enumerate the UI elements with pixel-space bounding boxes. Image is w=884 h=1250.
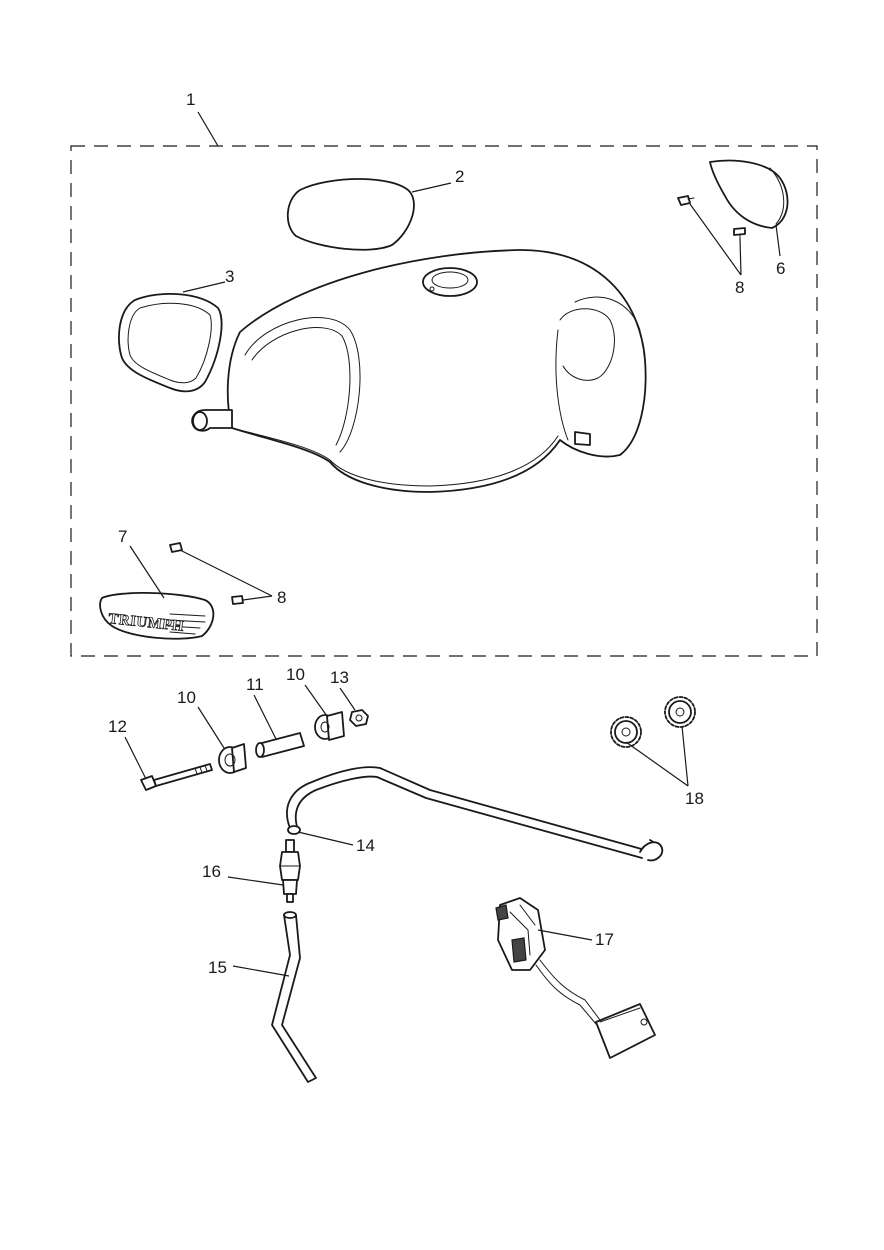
callout-18: 18 [685, 789, 704, 808]
callout-11: 11 [246, 675, 264, 694]
callout-16: 16 [202, 862, 221, 881]
callout-13: 13 [330, 668, 349, 687]
part-rear-pad-6[interactable] [709, 159, 789, 229]
part-screw-8-upper-a[interactable] [677, 195, 695, 206]
callout-15: 15 [208, 958, 227, 977]
callout-7: 7 [118, 527, 127, 546]
leader-lines [124, 111, 781, 977]
callout-10-left: 10 [177, 688, 196, 707]
part-gear-18-b[interactable] [664, 696, 696, 728]
part-nut-13[interactable] [349, 709, 369, 727]
part-side-pad-3[interactable] [118, 292, 223, 393]
part-gear-18-a[interactable] [610, 716, 642, 748]
callout-8-lower: 8 [277, 588, 286, 607]
part-screw-8-lower-a[interactable] [169, 542, 183, 553]
callout-6: 6 [776, 259, 785, 278]
part-filter-16[interactable] [279, 839, 301, 903]
part-pump-17[interactable] [495, 897, 656, 1059]
part-fuel-tank[interactable] [191, 249, 647, 493]
part-grommet-10-b[interactable] [314, 711, 345, 741]
callouts: 1 2 3 6 8 7 8 10 11 10 13 12 18 14 16 17… [108, 90, 785, 977]
callout-2: 2 [455, 167, 464, 186]
callout-3: 3 [225, 267, 234, 286]
part-badge-7[interactable]: TRIUMPH [99, 592, 215, 640]
part-hose-15[interactable] [271, 911, 317, 1083]
callout-14: 14 [356, 836, 375, 855]
part-screw-8-lower-b[interactable] [231, 595, 244, 605]
part-bolt-12[interactable] [140, 763, 213, 791]
callout-10-right: 10 [286, 665, 305, 684]
callout-1: 1 [186, 90, 195, 109]
part-hose-14[interactable] [286, 766, 664, 862]
callout-17: 17 [595, 930, 614, 949]
part-knee-pad-2[interactable] [286, 178, 415, 251]
part-spacer-11[interactable] [255, 732, 305, 758]
part-grommet-10-a[interactable] [218, 743, 247, 774]
callout-8-upper: 8 [735, 278, 744, 297]
callout-12: 12 [108, 717, 127, 736]
kit-boundary [70, 145, 818, 657]
